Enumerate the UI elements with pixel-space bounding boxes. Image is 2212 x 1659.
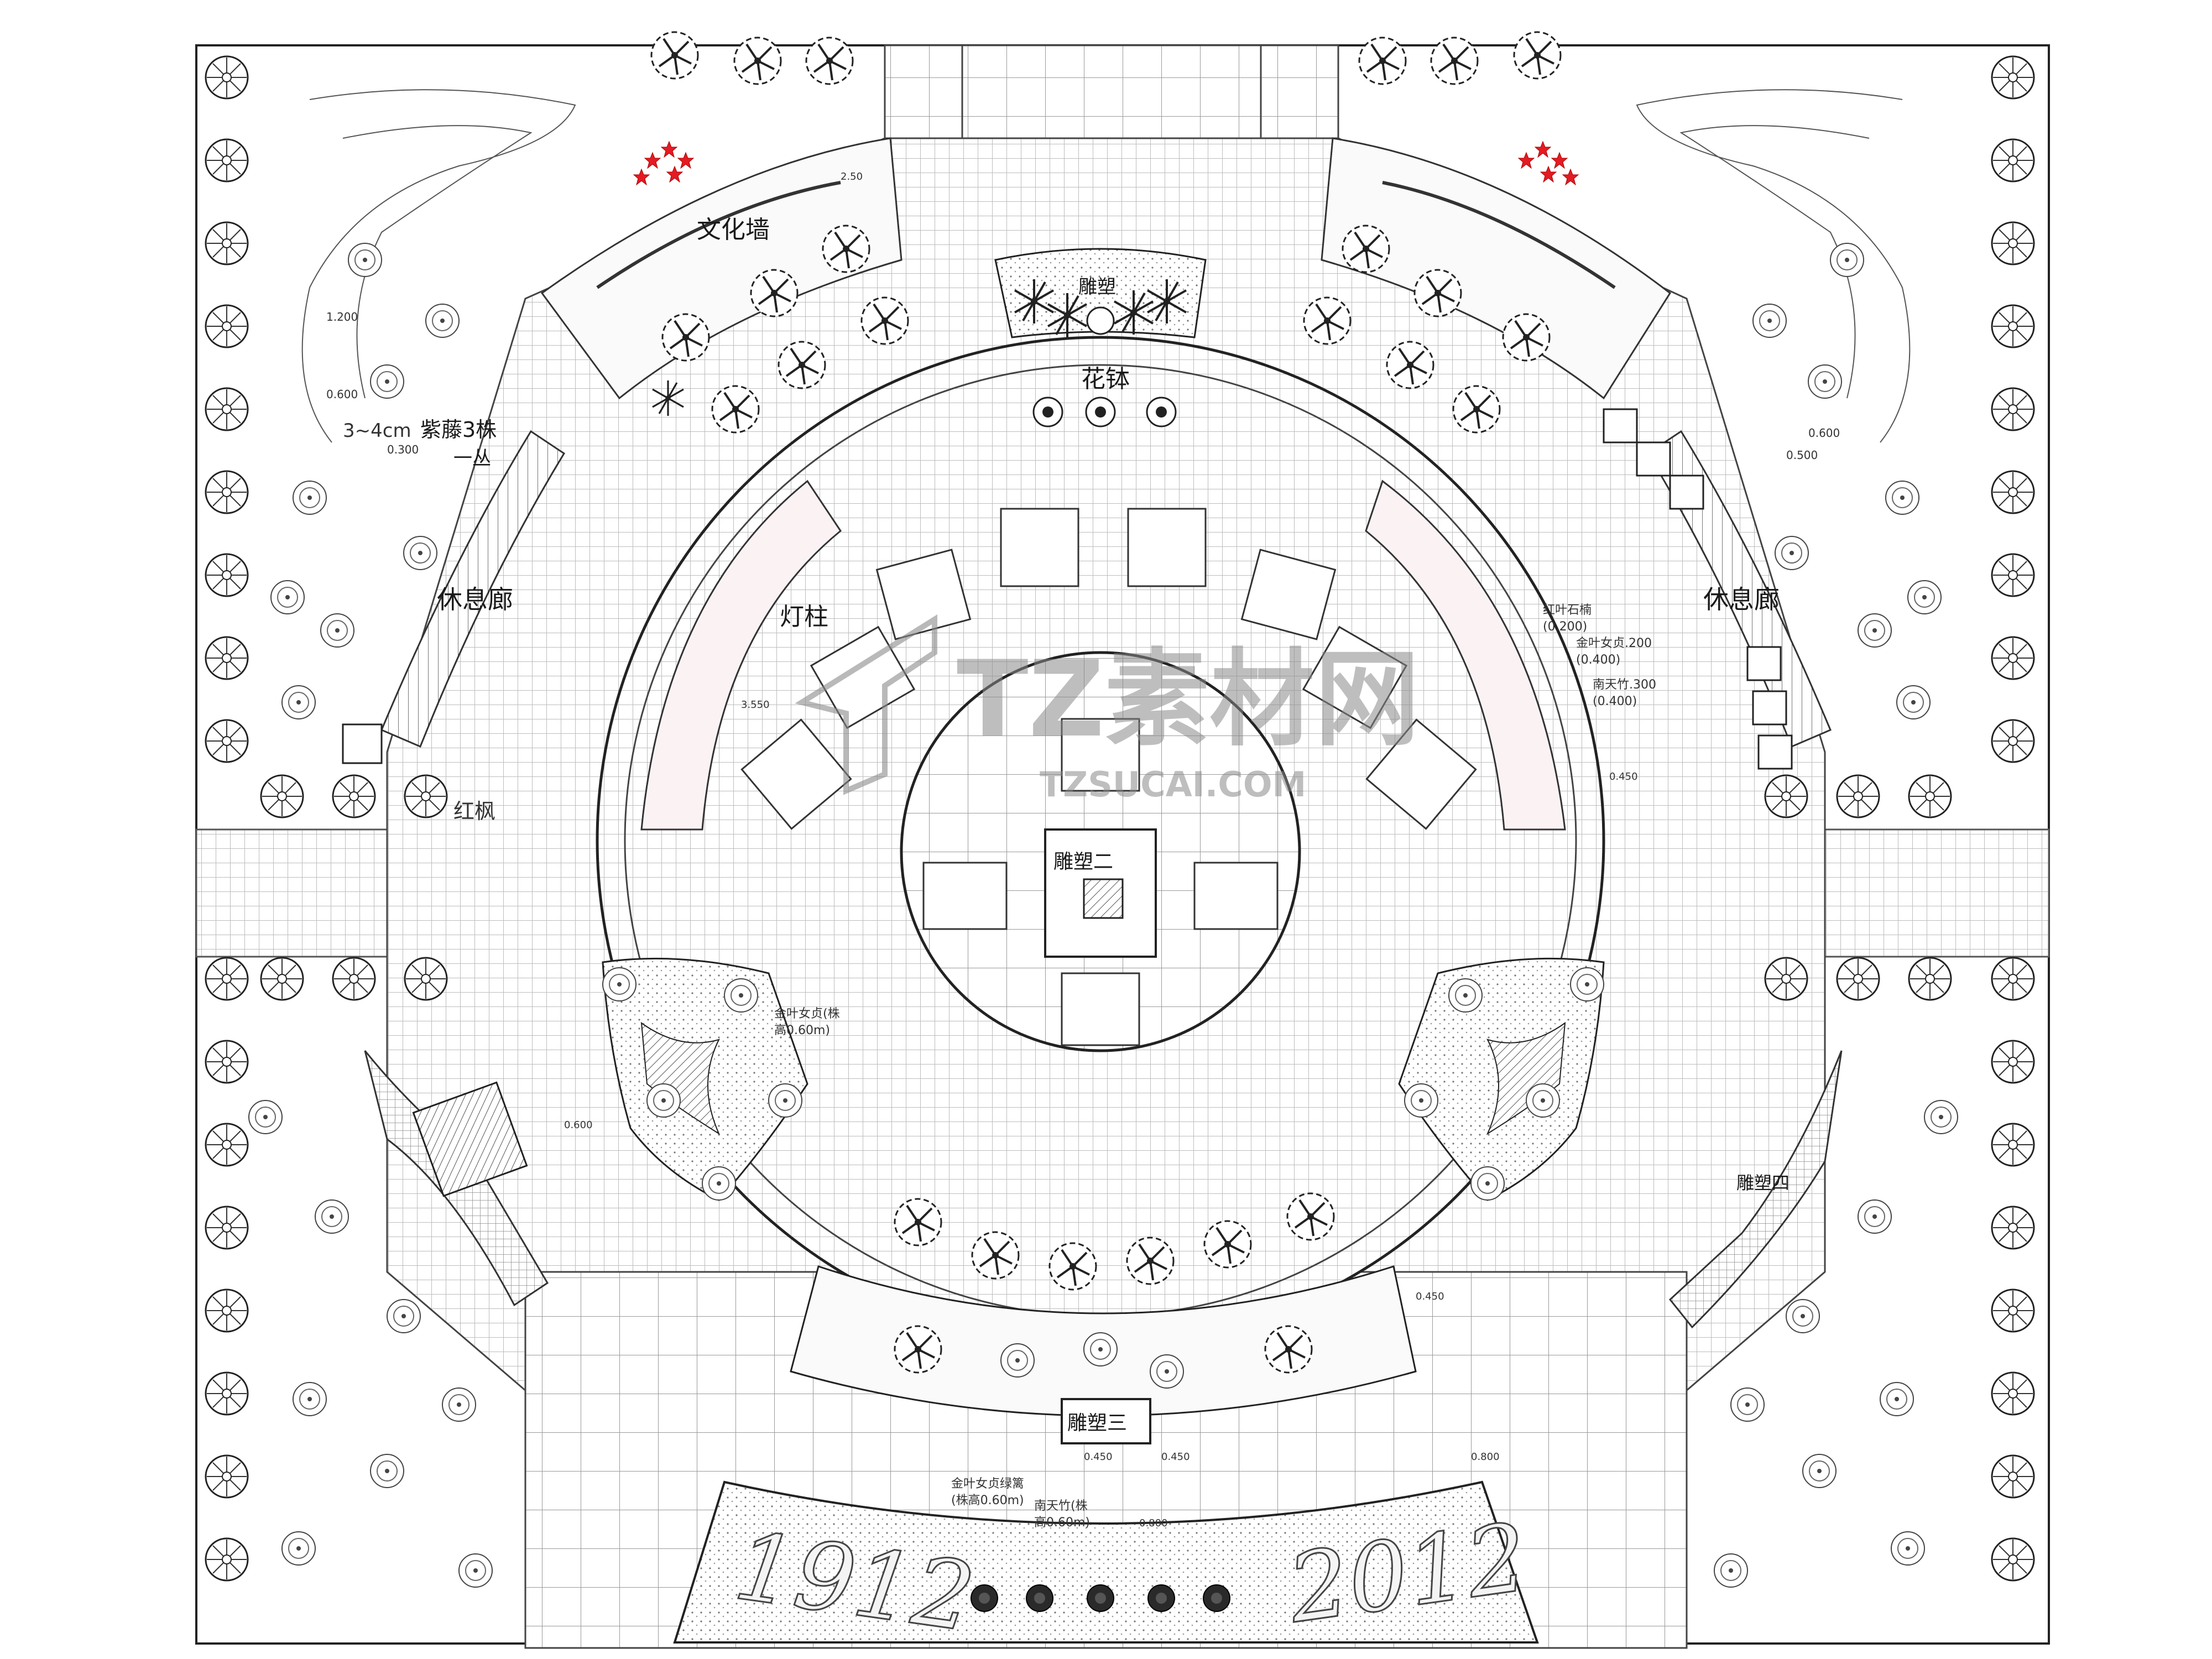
maple-label: 红枫 [453, 799, 495, 823]
rest-corridor-left-label: 休息廊 [437, 585, 513, 614]
legend-r2: 金叶女贞.200 [1576, 637, 1652, 650]
center-sculpture [1044, 828, 1157, 958]
legend-r3: 南天竹.300 [1593, 678, 1656, 692]
elev-12: 0.800 [1139, 1517, 1168, 1529]
left-arc-planter [640, 479, 842, 831]
elev-0: 2.50 [841, 171, 863, 182]
legend-r3b: (0.400) [1593, 695, 1637, 708]
elev-3: 1.200 [326, 310, 358, 324]
elev-4: 0.600 [1808, 426, 1840, 440]
wisteria-sub-label: 一丛 [453, 447, 491, 469]
year-planter [673, 1480, 1539, 1644]
elev-8: 0.450 [1161, 1451, 1190, 1463]
elev-10: 0.800 [1471, 1451, 1500, 1463]
legend-r1: 红叶石楠 [1543, 603, 1592, 617]
planting-bottom-label: 金叶女贞绿篱 [951, 1477, 1024, 1491]
watermark-sub: TZSUCAI.COM [1040, 764, 1306, 805]
center-glyph-tiles [922, 718, 1279, 1046]
flower-bowls [1032, 397, 1177, 427]
legend-r2b: (0.400) [1576, 653, 1620, 667]
watermark: TZ素材网 TZSUCAI.COM [795, 614, 1420, 805]
elev-13: 0.500 [1786, 448, 1818, 462]
watermark-main: TZ素材网 [957, 638, 1420, 760]
wisteria-label: 紫藤3株 [420, 418, 497, 442]
elevation-markers: 2.50 0.600 0.300 1.200 0.600 0.450 0.450… [326, 171, 1840, 1529]
elev-5: 0.450 [1609, 771, 1638, 782]
elev-7: 0.450 [1084, 1451, 1113, 1463]
lamp-post-label: 灯柱 [780, 603, 828, 631]
bamboo-bottom-label: 南天竹(株 [1034, 1499, 1088, 1513]
left-rest-corridor [342, 430, 566, 764]
sculpture-bottom-label: 雕塑三 [1067, 1412, 1127, 1434]
culture-wall-label: 文化墙 [697, 216, 770, 244]
wisteria-size-label: 3~4cm [343, 420, 411, 442]
elev-11: 3.550 [741, 699, 770, 711]
rest-corridor-right-label: 休息廊 [1703, 585, 1780, 614]
right-rest-corridor [1603, 408, 1832, 770]
elev-6: 0.450 [1416, 1291, 1444, 1302]
top-sculpture-planter [994, 248, 1207, 338]
elev-1: 0.600 [326, 388, 358, 401]
right-lower-pavilion [1668, 1050, 1843, 1329]
sculpture-four-label: 雕塑四 [1736, 1172, 1790, 1193]
planting-bottom-label-2: (株高0.60m) [951, 1494, 1024, 1507]
elev-9: 0.600 [564, 1119, 593, 1131]
sculpture-center-label: 雕塑二 [1053, 851, 1113, 873]
plaza-glyph-tiles [740, 508, 1477, 830]
legend-r1b: (0.200) [1543, 620, 1587, 634]
watermark-logo [795, 614, 937, 795]
planting-left-label-2: 高0.60m) [774, 1024, 830, 1037]
bottom-sculpture [1061, 1398, 1151, 1444]
left-lower-pavilion [364, 1050, 549, 1307]
sculpture-top-label: 雕塑 [1078, 276, 1116, 298]
flower-bowl-label: 花钵 [1081, 365, 1130, 393]
planting-left-label: 金叶女贞(株 [774, 1007, 840, 1021]
elev-2: 0.300 [387, 443, 419, 456]
bamboo-bottom-label-2: 高0.60m) [1034, 1516, 1090, 1530]
lawn-contours [301, 89, 1911, 443]
right-arc-planter [1365, 479, 1566, 831]
